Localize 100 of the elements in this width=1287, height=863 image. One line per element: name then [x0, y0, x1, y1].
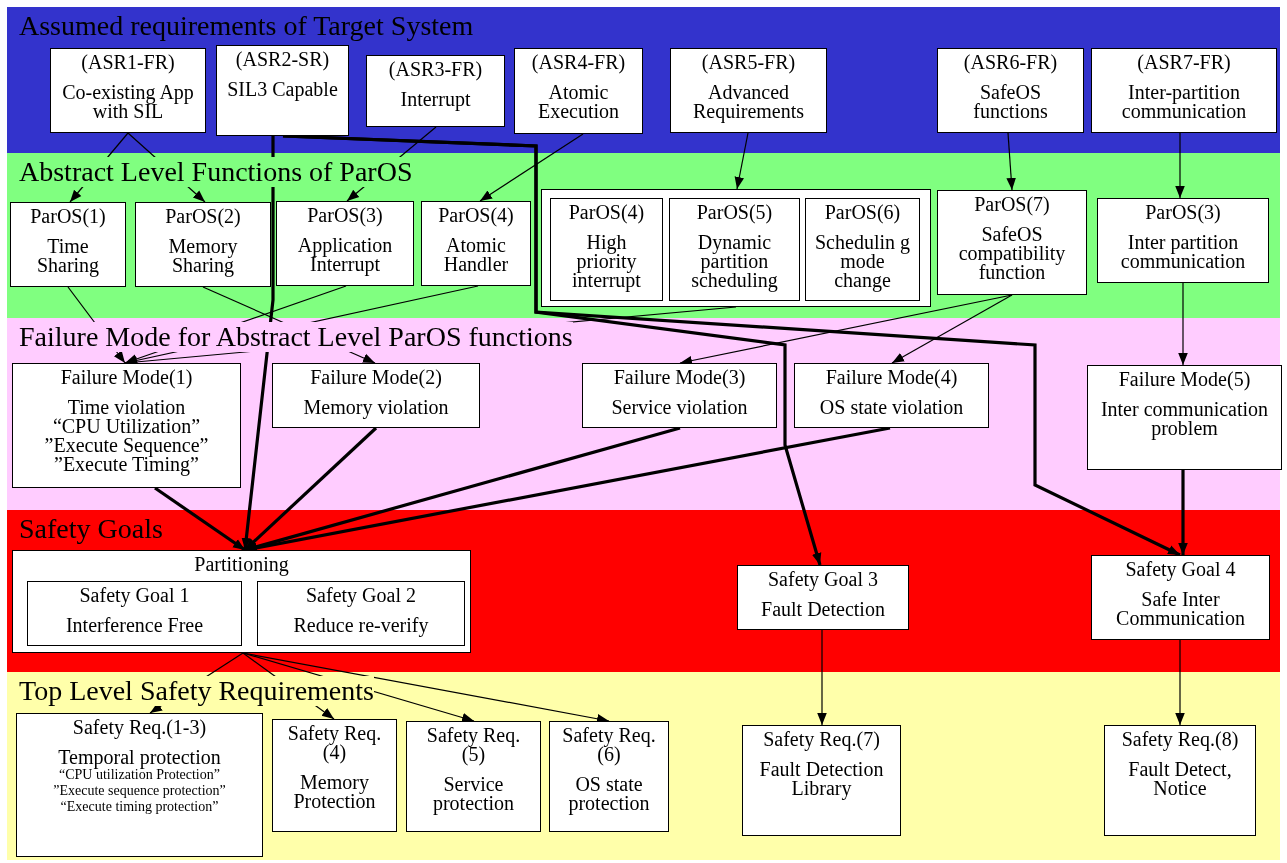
band-heading: Failure Mode for Abstract Level ParOS functions: [19, 322, 573, 352]
box-heading: ParOS(6): [823, 203, 902, 222]
text-box: [406, 721, 541, 832]
text-box: [272, 719, 397, 832]
text-box: [276, 201, 414, 286]
level-band: [7, 7, 1280, 153]
arrow: [127, 132, 206, 203]
box-heading: Safety Goal 4: [1124, 560, 1237, 579]
arrow: [891, 294, 1013, 364]
box-heading: Failure Mode(5): [1117, 370, 1252, 389]
text-box: [1097, 198, 1269, 283]
box-text: Memory Sharing: [167, 237, 239, 275]
arrow: [1175, 639, 1185, 726]
text-box: [10, 202, 126, 287]
text-box: [366, 55, 505, 127]
arrow: [1175, 132, 1185, 199]
level-band: [7, 510, 1280, 672]
box-text: “CPU Utilization”: [51, 417, 202, 436]
arrow: [1178, 282, 1188, 366]
box-heading: Failure Mode(2): [309, 368, 443, 387]
text-box: [12, 363, 241, 488]
band-heading: Abstract Level Functions of ParOS: [19, 157, 413, 187]
band-heading: Top Level Safety Requirements: [19, 676, 374, 706]
arrow: [242, 652, 335, 720]
text-box: [1104, 725, 1256, 836]
text-box: [742, 725, 901, 836]
box-text: Schedulin g mode change: [815, 233, 910, 290]
arrow: [242, 652, 610, 724]
text-box: [937, 48, 1084, 133]
box-text: ”Execute sequence protection”: [52, 783, 227, 799]
box-text: Fault Detection: [760, 600, 886, 619]
box-text: Dynamic partition scheduling: [690, 233, 779, 290]
text-box: [514, 48, 643, 134]
arrow: [149, 652, 244, 714]
box-heading: ParOS(2): [164, 207, 242, 226]
box-heading: Safety Req.(5): [425, 726, 522, 764]
text-box: [670, 48, 827, 133]
text-box: [12, 550, 471, 653]
box-text: Interrupt: [399, 90, 472, 109]
box-text: SafeOS compatibility function: [957, 225, 1067, 282]
box-text: Application Interrupt: [296, 236, 394, 274]
text-box: [27, 581, 242, 646]
text-box: [549, 721, 669, 832]
box-heading: (ASR3-FR): [387, 60, 484, 79]
box-text: Interference Free: [64, 616, 205, 635]
arrow: [1006, 132, 1016, 191]
box-text: Atomic Handler: [442, 236, 510, 274]
text-box: [272, 363, 480, 428]
text-box: [669, 198, 800, 301]
box-text: Advanced Requirements: [691, 83, 806, 121]
box-heading: Safety Req.(1-3): [71, 718, 208, 737]
box-heading: ParOS(4): [437, 206, 515, 225]
text-box: [257, 581, 465, 646]
arrow: [679, 294, 1013, 366]
arrow: [202, 286, 376, 364]
text-box: [135, 202, 271, 287]
box-heading: Failure Mode(3): [612, 368, 747, 387]
box-heading: Failure Mode(1): [59, 368, 194, 387]
box-text: Inter partition communication: [1119, 233, 1247, 271]
box-heading: Safety Req.(7): [762, 730, 881, 749]
group-box: [541, 189, 931, 307]
text-box: [805, 198, 920, 301]
arrow: [1178, 470, 1188, 555]
box-heading: Safety Req.(8): [1120, 730, 1240, 749]
box-text: “Execute timing protection”: [59, 799, 220, 815]
text-box: [1087, 365, 1282, 470]
box-text: OS state violation: [818, 398, 965, 417]
box-heading: Failure Mode(4): [824, 368, 959, 387]
text-box: [937, 190, 1087, 295]
box-text: Memory Protection: [292, 773, 377, 811]
arrow: [154, 486, 246, 552]
box-heading: (ASR7-FR): [1136, 53, 1232, 72]
box-text: Atomic Execution: [536, 83, 621, 121]
box-heading: (ASR4-FR): [530, 53, 627, 72]
box-heading: Safety Req.(4): [286, 724, 383, 762]
box-text: Inter communication problem: [1099, 400, 1270, 438]
box-text: Time violation: [66, 398, 187, 417]
box-heading: (ASR1-FR): [80, 53, 176, 72]
box-heading: ParOS(4): [567, 203, 646, 222]
box-text: Fault Detection Library: [758, 760, 885, 798]
box-text: Time Sharing: [35, 237, 101, 275]
text-box: [50, 48, 206, 133]
box-text: SIL3 Capable: [226, 80, 339, 99]
text-box: [1091, 555, 1270, 640]
box-heading: ParOS(1): [29, 207, 107, 226]
text-box: [582, 363, 777, 428]
box-heading: ParOS(5): [695, 203, 774, 222]
box-text: Inter-partition communication: [1120, 83, 1248, 121]
box-text: ”Execute Timing”: [53, 455, 199, 474]
box-heading: ParOS(3): [306, 206, 384, 225]
box-text: Co-existing App with SIL: [61, 83, 195, 121]
arrow: [282, 134, 1181, 557]
box-heading: (ASR5-FR): [700, 53, 797, 72]
level-band: [7, 153, 1280, 318]
box-text: Service protection: [431, 775, 516, 813]
box-heading: ParOS(7): [973, 195, 1051, 214]
text-box: [16, 713, 263, 857]
arrow: [241, 136, 275, 551]
text-box: [421, 201, 531, 286]
text-box: [550, 198, 663, 301]
